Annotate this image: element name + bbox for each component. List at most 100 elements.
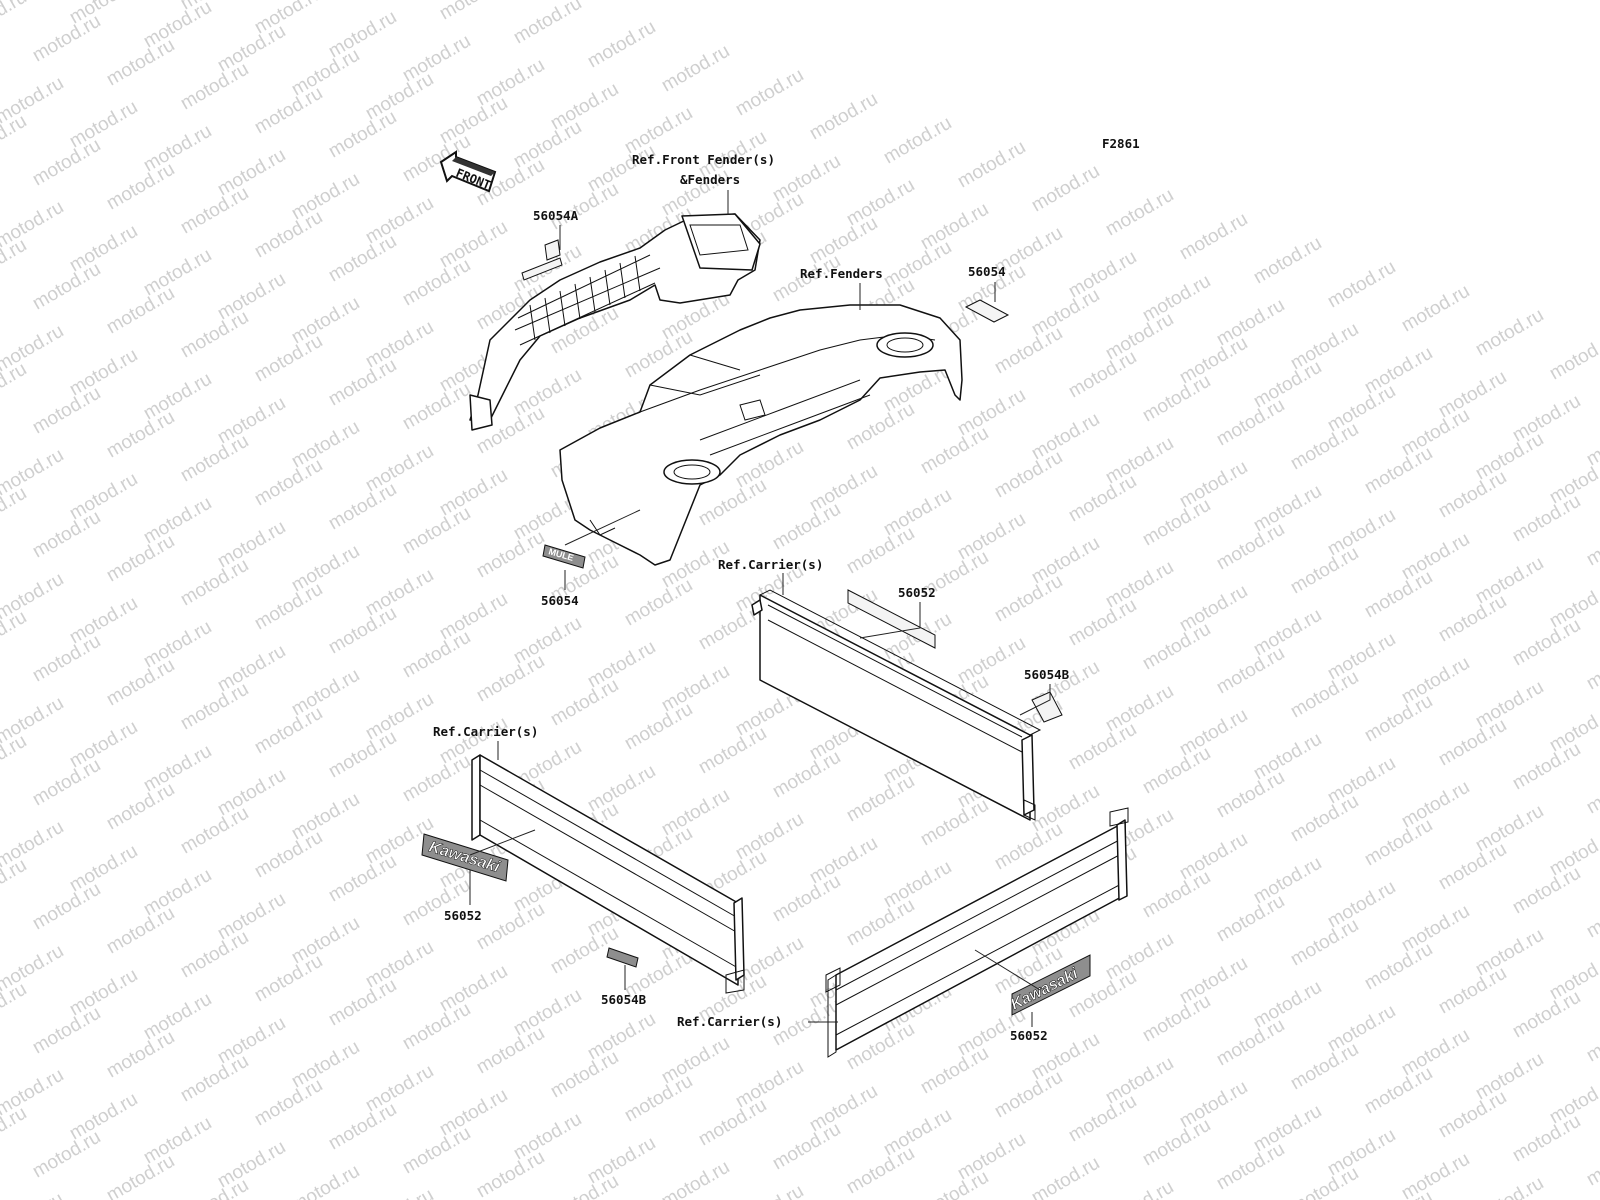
callout-ref-carrier-left: Ref.Carrier(s) — [433, 724, 538, 739]
watermark-text: motod.ru — [917, 1043, 992, 1099]
watermark-text: motod.ru — [177, 803, 252, 859]
watermark-text: motod.ru — [1065, 1091, 1140, 1147]
callout-ref-carrier-lower: Ref.Carrier(s) — [677, 1014, 782, 1029]
watermark-text: motod.ru — [1102, 185, 1177, 241]
watermark-text: motod.ru — [843, 771, 918, 827]
watermark-text: motod.ru — [991, 323, 1066, 379]
watermark-text: motod.ru — [1065, 595, 1140, 651]
watermark-text: motod.ru — [1509, 863, 1584, 919]
callout-ref-front-fenders-line2: &Fenders — [680, 172, 740, 187]
front-grille-panel — [469, 213, 761, 431]
watermark-text: motod.ru — [473, 1147, 548, 1200]
watermark-text: motod.ru — [29, 879, 104, 935]
watermark-text: motod.ru — [177, 59, 252, 115]
watermark-text: motod.ru — [658, 41, 733, 97]
watermark-text: motod.ru — [1583, 887, 1600, 943]
watermark-text: motod.ru — [1250, 233, 1325, 289]
watermark-text: motod.ru — [1028, 1153, 1103, 1200]
callout-56052-left: 56052 — [444, 908, 482, 923]
watermark-text: motod.ru — [1435, 1087, 1510, 1143]
watermark-text: motod.ru — [103, 1151, 178, 1200]
watermark-text: motod.ru — [1435, 591, 1510, 647]
watermark-text: motod.ru — [103, 655, 178, 711]
watermark-text: motod.ru — [1583, 515, 1600, 571]
watermark-text: motod.ru — [177, 679, 252, 735]
watermark-text: motod.ru — [0, 731, 30, 787]
watermark-text: motod.ru — [1435, 467, 1510, 523]
watermark-text: motod.ru — [880, 113, 955, 169]
watermark-text: motod.ru — [1139, 495, 1214, 551]
watermark-text: motod.ru — [399, 751, 474, 807]
watermark-text: motod.ru — [251, 83, 326, 139]
carrier-gate-left — [471, 754, 745, 994]
watermark-text: motod.ru — [917, 1167, 992, 1200]
watermark-text: motod.ru — [325, 975, 400, 1031]
watermark-text: motod.ru — [103, 1027, 178, 1083]
watermark-text: motod.ru — [1213, 643, 1288, 699]
front-arrow-icon: FRONT — [439, 150, 497, 193]
callout-ref-carrier-upper: Ref.Carrier(s) — [718, 557, 823, 572]
watermark-text: motod.ru — [1287, 419, 1362, 475]
watermark-text: motod.ru — [658, 1157, 733, 1200]
watermark-text: motod.ru — [325, 1099, 400, 1155]
watermark-text: motod.ru — [177, 1175, 252, 1200]
watermark-text: motod.ru — [1361, 691, 1436, 747]
watermark-text: motod.ru — [1583, 639, 1600, 695]
watermark-text: motod.ru — [399, 503, 474, 559]
carrier-gate-lower — [825, 807, 1129, 1058]
carrier-gate-upper — [751, 589, 1042, 821]
watermark-text: motod.ru — [103, 903, 178, 959]
watermark-text: motod.ru — [0, 483, 30, 539]
watermark-text: motod.ru — [0, 1103, 30, 1159]
callout-56054B-upper: 56054B — [1024, 667, 1070, 682]
decal-56052-upper — [847, 589, 936, 649]
watermark-text: motod.ru — [1435, 963, 1510, 1019]
watermark-text: motod.ru — [325, 727, 400, 783]
callout-56052-lower: 56052 — [1010, 1028, 1048, 1043]
watermark-text: motod.ru — [473, 651, 548, 707]
watermark-text: motod.ru — [1324, 257, 1399, 313]
watermark-text: motod.ru — [843, 1143, 918, 1199]
watermark-text: motod.ru — [325, 479, 400, 535]
watermark-text: motod.ru — [103, 159, 178, 215]
watermark-text: motod.ru — [325, 851, 400, 907]
watermark-text: motod.ru — [473, 1023, 548, 1079]
watermark-text: motod.ru — [251, 827, 326, 883]
watermark-text: motod.ru — [251, 1075, 326, 1131]
watermark-text: motod.ru — [399, 627, 474, 683]
watermark-text: motod.ru — [362, 1185, 437, 1200]
watermark-text: motod.ru — [547, 1171, 622, 1200]
watermark-text: motod.ru — [103, 283, 178, 339]
watermark-text: motod.ru — [0, 1189, 67, 1200]
watermark-text: motod.ru — [288, 1161, 363, 1200]
watermark-text: motod.ru — [806, 89, 881, 145]
watermark-text: motod.ru — [584, 17, 659, 73]
decal-56054-mule: MULE — [542, 544, 586, 569]
watermark-text: motod.ru — [769, 747, 844, 803]
callout-ref-fenders: Ref.Fenders — [800, 266, 883, 281]
watermark-text: motod.ru — [251, 455, 326, 511]
watermark-text: motod.ru — [1139, 1115, 1214, 1171]
watermark-text: motod.ru — [954, 137, 1029, 193]
watermark-text: motod.ru — [695, 1095, 770, 1151]
watermark-text: motod.ru — [251, 579, 326, 635]
callout-56052-upper: 56052 — [898, 585, 936, 600]
watermark-text: motod.ru — [1509, 739, 1584, 795]
watermark-text: motod.ru — [1139, 619, 1214, 675]
decal-56054A — [521, 239, 563, 281]
watermark-text: motod.ru — [1583, 763, 1600, 819]
watermark-text: motod.ru — [1287, 1039, 1362, 1095]
decal-56054B-upper — [1031, 691, 1063, 723]
figure-code: F2861 — [1102, 136, 1140, 151]
watermark-text: motod.ru — [1287, 667, 1362, 723]
watermark-text: motod.ru — [436, 0, 511, 24]
watermark-text: motod.ru — [1583, 1135, 1600, 1191]
watermark-text: motod.ru — [547, 675, 622, 731]
watermark-text: motod.ru — [1398, 281, 1473, 337]
watermark-text: motod.ru — [0, 855, 30, 911]
watermark-text: motod.ru — [917, 795, 992, 851]
watermark-text: motod.ru — [325, 231, 400, 287]
watermark-text: motod.ru — [991, 1067, 1066, 1123]
